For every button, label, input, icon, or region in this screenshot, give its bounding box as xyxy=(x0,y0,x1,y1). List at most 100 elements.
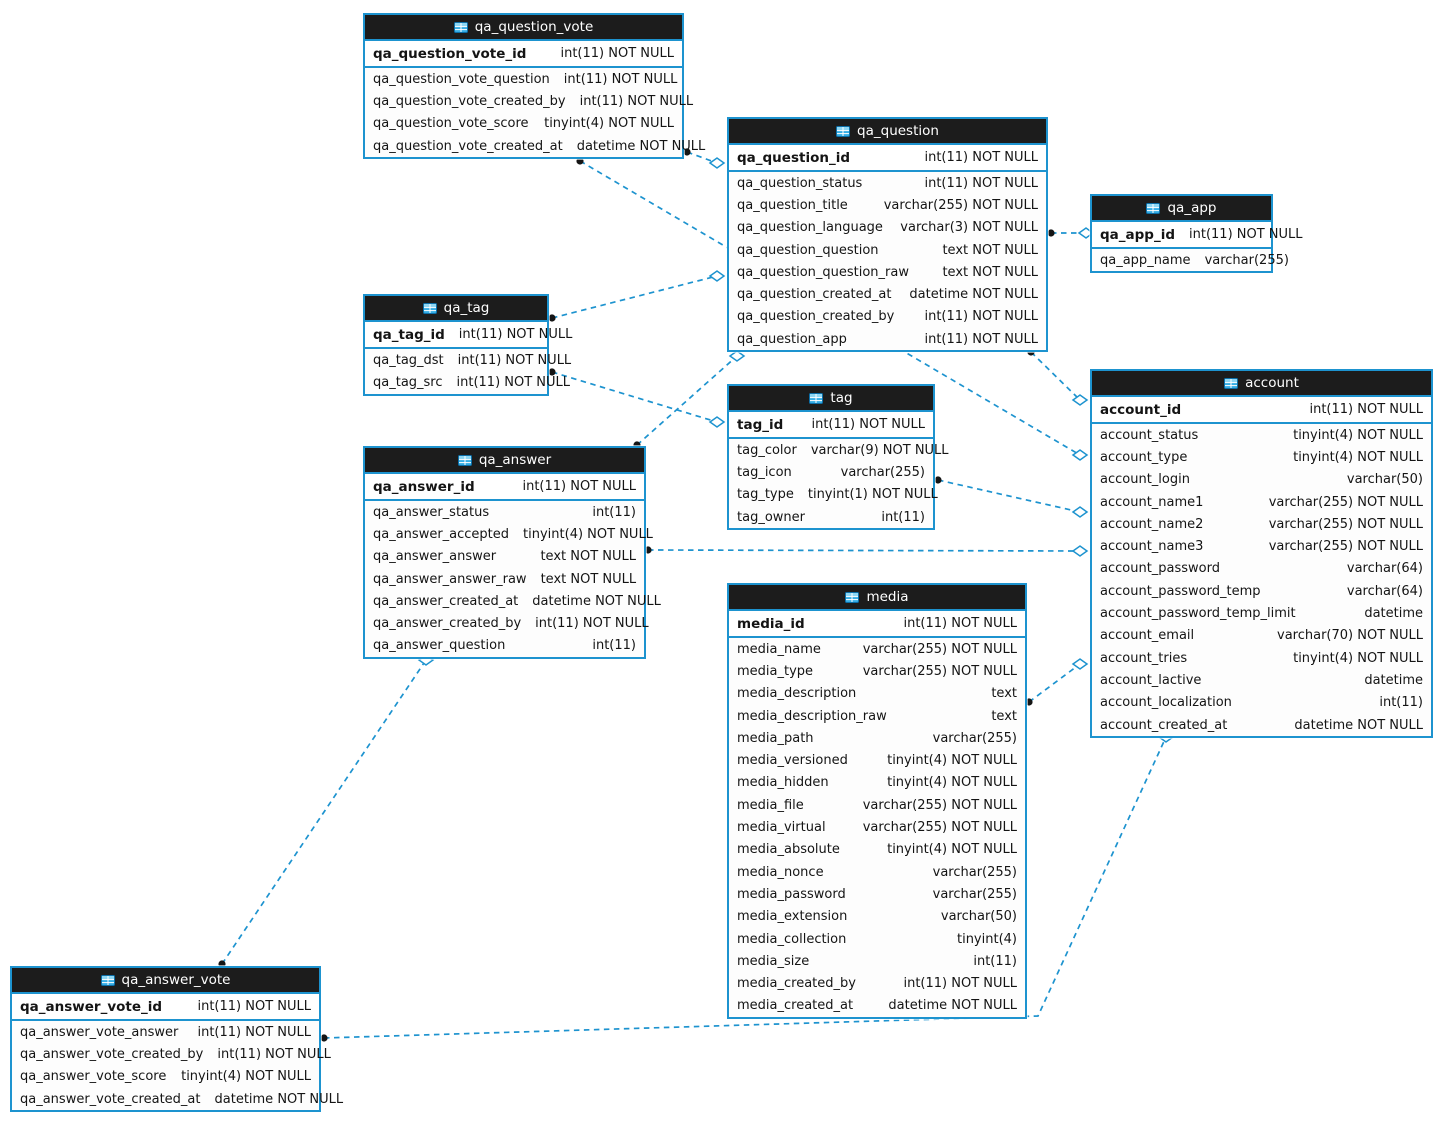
field-row[interactable]: qa_answer_vote_score tinyint(4) NOT NULL xyxy=(12,1065,319,1088)
field-row[interactable]: qa_answer_vote_created_at datetime NOT N… xyxy=(12,1087,343,1111)
field-row[interactable]: account_name1 varchar(255) NOT NULL xyxy=(1092,490,1431,514)
field-row[interactable]: qa_answer_created_at datetime NOT NULL xyxy=(365,590,661,613)
field-row[interactable]: media_extension varchar(50) xyxy=(729,905,1025,928)
field-name: media_nonce xyxy=(737,864,824,880)
field-row[interactable]: account_created_at datetime NOT NULL xyxy=(1092,713,1431,737)
field-row[interactable]: qa_question_created_at datetime NOT NULL xyxy=(729,283,1046,306)
field-row[interactable]: media_hidden tinyint(4) NOT NULL xyxy=(729,771,1025,795)
field-row[interactable]: qa_answer_answer text NOT NULL xyxy=(365,545,644,568)
field-row[interactable]: qa_answer_vote_answer int(11) NOT NULL xyxy=(12,1021,319,1044)
table-header[interactable]: qa_question_vote xyxy=(365,15,682,41)
field-row[interactable]: account_lactive datetime xyxy=(1092,669,1431,692)
field-row[interactable]: media_password varchar(255) xyxy=(729,883,1025,906)
field-row[interactable]: media_name varchar(255) NOT NULL xyxy=(729,638,1025,661)
field-row[interactable]: media_type varchar(255) NOT NULL xyxy=(729,660,1025,683)
field-type: int(11) NOT NULL xyxy=(457,352,572,368)
table-header[interactable]: qa_app xyxy=(1092,196,1271,222)
field-row[interactable]: qa_answer_status int(11) xyxy=(365,501,644,524)
primary-key-row[interactable]: qa_app_id int(11) NOT NULL xyxy=(1092,222,1303,249)
pk-end-diamond xyxy=(1071,658,1089,670)
field-row[interactable]: qa_question_status int(11) NOT NULL xyxy=(729,172,1046,195)
table-header[interactable]: media xyxy=(729,585,1025,611)
fk-end-dot xyxy=(1047,229,1055,237)
field-row[interactable]: media_collection tinyint(4) xyxy=(729,927,1025,951)
field-row[interactable]: account_tries tinyint(4) NOT NULL xyxy=(1092,646,1431,670)
field-name: qa_tag_id xyxy=(373,326,445,343)
field-row[interactable]: media_description_raw text xyxy=(729,704,1025,728)
table-media[interactable]: media media_id int(11) NOT NULL media_na… xyxy=(727,583,1027,1020)
table-qa_answer[interactable]: qa_answer qa_answer_id int(11) NOT NULL … xyxy=(363,446,661,660)
field-row[interactable]: qa_question_title varchar(255) NOT NULL xyxy=(729,194,1046,217)
field-row[interactable]: qa_question_vote_created_at datetime NOT… xyxy=(365,134,705,158)
table-qa_question[interactable]: qa_question qa_question_id int(11) NOT N… xyxy=(727,117,1048,353)
table-header[interactable]: qa_tag xyxy=(365,296,547,322)
field-row[interactable]: qa_answer_vote_created_by int(11) NOT NU… xyxy=(12,1043,331,1066)
field-type: varchar(255) xyxy=(932,730,1017,746)
field-row[interactable]: qa_answer_question int(11) xyxy=(365,634,644,658)
field-row[interactable]: media_description text xyxy=(729,682,1025,705)
table-header[interactable]: account xyxy=(1092,371,1431,397)
field-row[interactable]: account_password_temp_limit datetime xyxy=(1092,602,1431,625)
field-row[interactable]: qa_question_question text NOT NULL xyxy=(729,238,1046,262)
field-row[interactable]: media_file varchar(255) NOT NULL xyxy=(729,794,1025,817)
table-tag[interactable]: tag tag_id int(11) NOT NULL tag_color va… xyxy=(727,384,949,531)
field-row[interactable]: qa_answer_created_by int(11) NOT NULL xyxy=(365,612,649,635)
table-header[interactable]: qa_answer_vote xyxy=(12,968,319,994)
field-row[interactable]: media_created_by int(11) NOT NULL xyxy=(729,972,1025,995)
primary-key-row[interactable]: qa_question_vote_id int(11) NOT NULL xyxy=(365,41,682,68)
table-header[interactable]: qa_question xyxy=(729,119,1046,145)
field-row[interactable]: tag_color varchar(9) NOT NULL xyxy=(729,439,949,462)
field-row[interactable]: media_size int(11) xyxy=(729,950,1025,973)
field-row[interactable]: media_versioned tinyint(4) NOT NULL xyxy=(729,749,1025,772)
primary-key-row[interactable]: qa_tag_id int(11) NOT NULL xyxy=(365,322,572,349)
field-row[interactable]: tag_icon varchar(255) xyxy=(729,461,933,484)
field-row[interactable]: account_type tinyint(4) NOT NULL xyxy=(1092,446,1431,469)
field-row[interactable]: qa_app_name varchar(255) xyxy=(1092,249,1289,272)
field-row[interactable]: tag_type tinyint(1) NOT NULL xyxy=(729,483,938,506)
field-row[interactable]: account_name3 varchar(255) NOT NULL xyxy=(1092,535,1431,558)
field-row[interactable]: account_password varchar(64) xyxy=(1092,557,1431,581)
primary-key-row[interactable]: qa_answer_vote_id int(11) NOT NULL xyxy=(12,994,319,1021)
field-row[interactable]: qa_tag_src int(11) NOT NULL xyxy=(365,371,570,394)
table-qa_app[interactable]: qa_app qa_app_id int(11) NOT NULL qa_app… xyxy=(1090,194,1303,274)
primary-key-row[interactable]: tag_id int(11) NOT NULL xyxy=(729,412,933,439)
field-row[interactable]: media_path varchar(255) xyxy=(729,727,1025,750)
field-row[interactable]: qa_question_vote_question int(11) NOT NU… xyxy=(365,68,682,91)
table-qa_answer_vote[interactable]: qa_answer_vote qa_answer_vote_id int(11)… xyxy=(10,966,343,1113)
table-account[interactable]: account account_id int(11) NOT NULL acco… xyxy=(1090,369,1433,739)
field-row[interactable]: account_status tinyint(4) NOT NULL xyxy=(1092,424,1431,447)
field-type: tinyint(4) NOT NULL xyxy=(544,116,674,132)
primary-key-row[interactable]: qa_question_id int(11) NOT NULL xyxy=(729,145,1046,172)
field-row[interactable]: qa_question_vote_score tinyint(4) NOT NU… xyxy=(365,112,682,135)
relationship-qa_tag-to-tag xyxy=(548,368,726,428)
primary-key-row[interactable]: media_id int(11) NOT NULL xyxy=(729,611,1025,638)
field-row[interactable]: qa_answer_answer_raw text NOT NULL xyxy=(365,567,644,591)
table-qa_tag[interactable]: qa_tag qa_tag_id int(11) NOT NULL qa_tag… xyxy=(363,294,572,396)
table-header[interactable]: qa_answer xyxy=(365,448,644,474)
field-row[interactable]: account_email varchar(70) NOT NULL xyxy=(1092,624,1431,647)
field-row[interactable]: qa_question_vote_created_by int(11) NOT … xyxy=(365,90,693,113)
primary-key-row[interactable]: qa_answer_id int(11) NOT NULL xyxy=(365,474,644,501)
field-row[interactable]: account_localization int(11) xyxy=(1092,691,1431,714)
field-row[interactable]: media_virtual varchar(255) NOT NULL xyxy=(729,816,1025,839)
table-qa_question_vote[interactable]: qa_question_vote qa_question_vote_id int… xyxy=(363,13,705,160)
primary-key-row[interactable]: account_id int(11) NOT NULL xyxy=(1092,397,1431,424)
field-row[interactable]: qa_tag_dst int(11) NOT NULL xyxy=(365,349,571,372)
field-name: qa_question_question_raw xyxy=(737,264,909,280)
field-row[interactable]: tag_owner int(11) xyxy=(729,505,933,529)
table-header[interactable]: tag xyxy=(729,386,933,412)
table-fields: qa_question_status int(11) NOT NULL qa_q… xyxy=(729,172,1046,351)
field-row[interactable]: qa_question_language varchar(3) NOT NULL xyxy=(729,216,1046,239)
field-row[interactable]: account_login varchar(50) xyxy=(1092,468,1431,491)
field-row[interactable]: qa_question_created_by int(11) NOT NULL xyxy=(729,305,1046,329)
field-row[interactable]: qa_question_app int(11) NOT NULL xyxy=(729,328,1046,351)
field-row[interactable]: media_created_at datetime NOT NULL xyxy=(729,994,1025,1018)
table-fields: media_name varchar(255) NOT NULL media_t… xyxy=(729,638,1025,1018)
field-row[interactable]: account_password_temp varchar(64) xyxy=(1092,580,1431,603)
field-row[interactable]: media_absolute tinyint(4) NOT NULL xyxy=(729,838,1025,861)
field-row[interactable]: media_nonce varchar(255) xyxy=(729,860,1025,884)
field-row[interactable]: qa_answer_accepted tinyint(4) NOT NULL xyxy=(365,523,653,546)
field-type: tinyint(4) NOT NULL xyxy=(181,1069,311,1085)
field-row[interactable]: qa_question_question_raw text NOT NULL xyxy=(729,261,1046,284)
field-row[interactable]: account_name2 varchar(255) NOT NULL xyxy=(1092,513,1431,536)
